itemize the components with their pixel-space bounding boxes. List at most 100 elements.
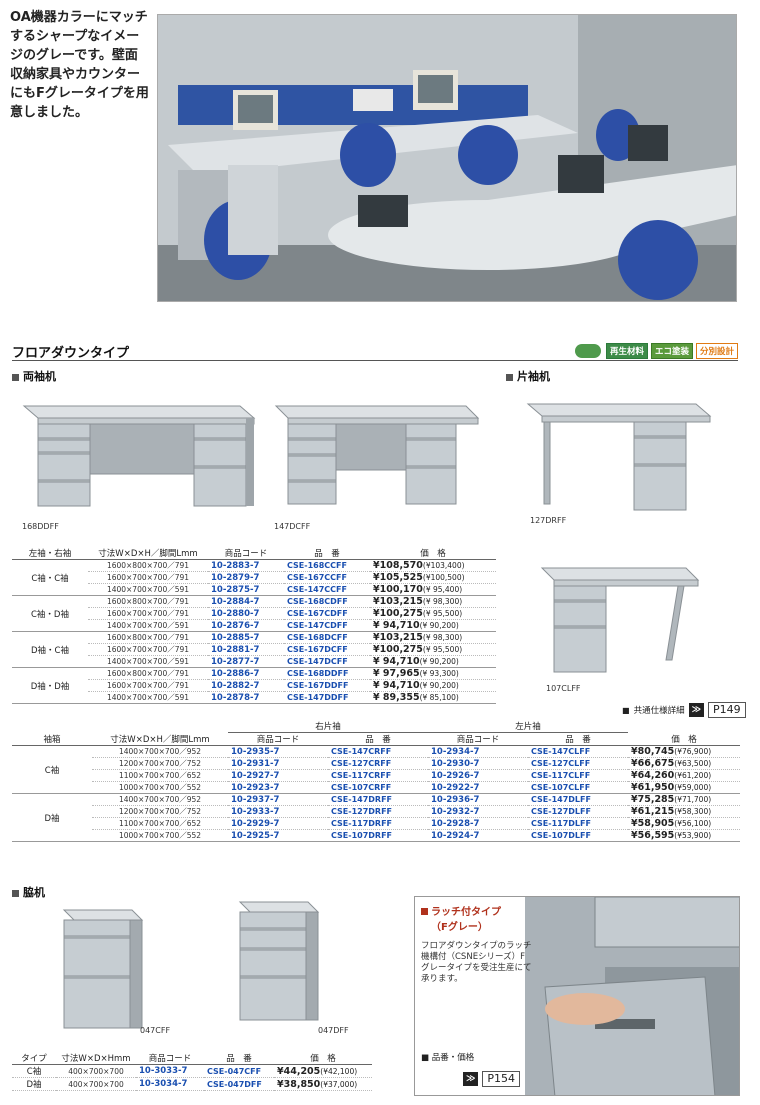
model-number: CSE-047DFF: [204, 1077, 274, 1091]
price-excl-tax: (¥ 93,300): [419, 669, 459, 678]
group-left-header: 左片袖: [428, 720, 628, 733]
latch-description: フロアダウンタイプのラッチ機構付（CSNEシリーズ）Fグレータイプを受注生産にて…: [421, 941, 532, 984]
price-value: ¥44,205: [277, 1065, 321, 1077]
sleeve-type: C袖・D袖: [12, 595, 88, 632]
model-number: CSE-168CDFF: [284, 595, 370, 608]
product-code: 10-2877-7: [208, 655, 284, 668]
header-sleeve: 左袖・右袖: [12, 547, 88, 560]
latch-title: ラッチ付タイプ （Fグレー）: [421, 903, 501, 933]
price-cell: ¥ 94,710(¥ 90,200): [370, 619, 496, 632]
left-model-number: CSE-127DLFF: [528, 805, 628, 818]
header-box: 袖箱: [12, 732, 92, 746]
right-model-number: CSE-117DRFF: [328, 817, 428, 830]
model-number: CSE-047CFF: [204, 1064, 274, 1078]
right-product-code: 10-2933-7: [228, 805, 328, 818]
model-number: CSE-168CCFF: [284, 559, 370, 572]
pedestal-type: C袖: [12, 1064, 56, 1078]
common-spec-ref: ■ 共通仕様詳細 ≫ P149: [622, 702, 746, 718]
product-code: 10-2875-7: [208, 583, 284, 596]
sleeve-type: D袖・D袖: [12, 667, 88, 704]
header-code: 商品コード: [208, 547, 284, 560]
price-cell: ¥64,260(¥61,200): [628, 769, 740, 782]
box-type: C袖: [12, 745, 92, 794]
right-product-code: 10-2925-7: [228, 829, 328, 842]
label-047cff: 047CFF: [140, 1026, 171, 1035]
price-excl-tax: (¥71,700): [674, 795, 712, 804]
table-header-row: 左袖・右袖 寸法W×D×H／脚間Lmm 商品コード 品 番 価 格: [12, 547, 496, 560]
price-value: ¥38,850: [277, 1078, 321, 1090]
product-code: 10-2883-7: [208, 559, 284, 572]
price-value: ¥66,675: [631, 758, 675, 769]
product-code: 10-3034-7: [136, 1077, 204, 1091]
left-model-number: CSE-147CLFF: [528, 745, 628, 758]
latch-page-link[interactable]: P154: [482, 1071, 521, 1087]
desk-image-107clff: [538, 560, 700, 680]
group-right-header: 右片袖: [228, 720, 428, 733]
size-cell: 1400×700×700／591: [88, 619, 208, 632]
price-cell: ¥66,675(¥63,500): [628, 757, 740, 770]
size-cell: 1600×800×700／791: [88, 667, 208, 680]
box-type: D袖: [12, 793, 92, 842]
left-model-number: CSE-107CLFF: [528, 781, 628, 794]
common-ref-page-link[interactable]: P149: [708, 702, 746, 718]
product-code: 10-2882-7: [208, 679, 284, 692]
price-excl-tax: (¥103,400): [422, 561, 465, 570]
price-value: ¥58,905: [631, 818, 675, 829]
model-number: CSE-167CCFF: [284, 571, 370, 584]
square-bullet-icon: [421, 908, 428, 915]
price-excl-tax: (¥ 95,500): [422, 645, 463, 654]
header-right-model: 品 番: [328, 732, 428, 746]
price-cell: ¥75,285(¥71,700): [628, 793, 740, 806]
price-value: ¥61,950: [631, 782, 675, 793]
model-number: CSE-167CDFF: [284, 607, 370, 620]
price-value: ¥100,275: [373, 644, 423, 655]
right-model-number: CSE-107DRFF: [328, 829, 428, 842]
size-cell: 1600×800×700／791: [88, 595, 208, 608]
header-price: 価 格: [370, 547, 496, 560]
size-cell: 400×700×700: [56, 1077, 136, 1091]
price-cell: ¥100,170(¥ 95,400): [370, 583, 496, 596]
price-cell: ¥58,905(¥56,100): [628, 817, 740, 830]
header-left-code: 商品コード: [428, 732, 528, 746]
price-cell: ¥ 94,710(¥ 90,200): [370, 679, 496, 692]
pedestal-image-047cff: [56, 904, 146, 1034]
price-cell: ¥61,215(¥58,300): [628, 805, 740, 818]
price-value: ¥61,215: [631, 806, 675, 817]
price-excl-tax: (¥ 90,200): [419, 681, 459, 690]
price-cell: ¥103,215(¥ 98,300): [370, 631, 496, 644]
product-code: 10-3033-7: [136, 1064, 204, 1078]
wakizukue-title: 脇机: [12, 884, 45, 900]
label-127drff: 127DRFF: [530, 516, 567, 525]
katasode-spec-table: 右片袖 左片袖 袖箱 寸法W×D×H／脚間Lmm 商品コード 品 番 商品コード…: [12, 720, 740, 842]
price-value: ¥ 94,710: [373, 620, 420, 631]
latch-photo: [525, 897, 739, 1095]
price-value: ¥103,215: [373, 596, 423, 607]
right-model-number: CSE-117CRFF: [328, 769, 428, 782]
left-model-number: CSE-107DLFF: [528, 829, 628, 842]
size-cell: 1400×700×700／591: [88, 583, 208, 596]
price-cell: ¥44,205(¥42,100): [274, 1064, 372, 1078]
right-product-code: 10-2937-7: [228, 793, 328, 806]
latch-ref-label: ■ 品番・価格: [421, 1053, 475, 1063]
eco-badges: 再生材料 エコ塗装 分別設計: [574, 343, 738, 359]
badge-eco-paint: エコ塗装: [650, 343, 693, 359]
price-cell: ¥ 89,355(¥ 85,100): [370, 691, 496, 704]
product-code: 10-2880-7: [208, 607, 284, 620]
price-value: ¥64,260: [631, 770, 675, 781]
right-product-code: 10-2927-7: [228, 769, 328, 782]
header-model: 品 番: [284, 547, 370, 560]
price-value: ¥80,745: [631, 746, 675, 757]
label-147dcff: 147DCFF: [274, 522, 311, 531]
price-excl-tax: (¥ 95,400): [422, 585, 463, 594]
